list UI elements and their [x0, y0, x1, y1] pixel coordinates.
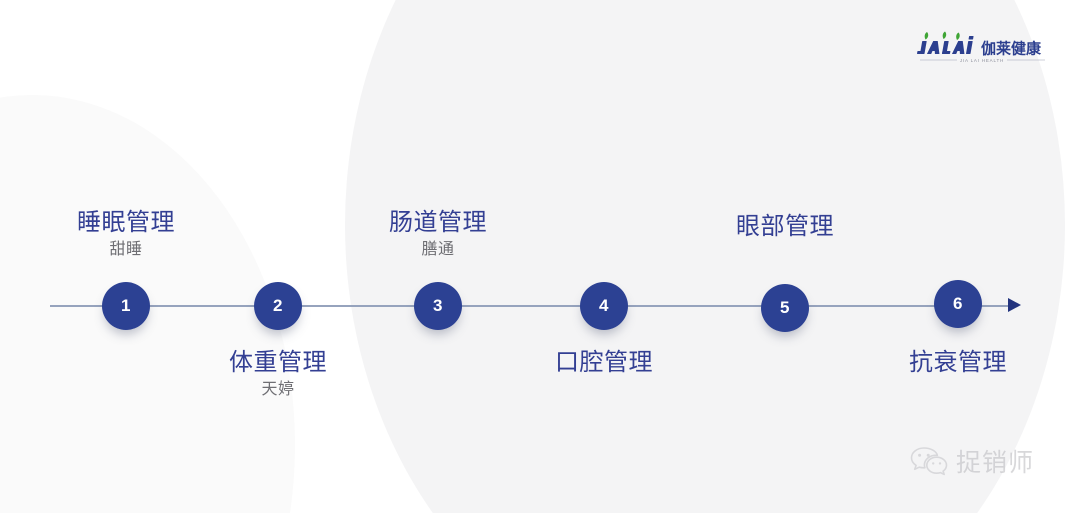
timeline-label-6: 抗衰管理 [909, 349, 1007, 377]
arrow-right-icon [1008, 298, 1021, 312]
logo-tagline: JIA LAI HEALTH [960, 58, 1004, 63]
logo-brand-cn: 伽莱健康 [981, 40, 1042, 58]
timeline-label-2: 体重管理 天婷 [229, 349, 327, 401]
timeline-node-1[interactable]: 1 [102, 282, 150, 330]
timeline-node-6[interactable]: 6 [934, 280, 982, 328]
timeline-node-3[interactable]: 3 [414, 282, 462, 330]
timeline-title-4: 口腔管理 [555, 349, 653, 376]
timeline-node-number-5: 5 [780, 298, 790, 317]
timeline-subtitle-3: 膳通 [421, 241, 455, 259]
background-blob-secondary [0, 95, 295, 513]
timeline-node-2[interactable]: 2 [254, 282, 302, 330]
timeline-axis [50, 305, 1012, 307]
timeline-label-5: 眼部管理 [736, 213, 834, 241]
timeline-title-5: 眼部管理 [736, 213, 834, 240]
timeline-node-number-2: 2 [273, 296, 283, 315]
timeline-title-1: 睡眠管理 [77, 209, 175, 236]
timeline-node-number-4: 4 [599, 296, 609, 315]
leaf-icon [924, 31, 960, 40]
timeline-node-number-1: 1 [121, 296, 131, 315]
timeline-label-1: 睡眠管理 甜睡 [77, 209, 175, 261]
wechat-icon [910, 447, 948, 476]
timeline-title-3: 肠道管理 [389, 209, 487, 236]
timeline-node-number-3: 3 [433, 296, 443, 315]
watermark: 捉销师 [910, 443, 1034, 479]
timeline-subtitle-2: 天婷 [261, 381, 295, 399]
timeline-title-6: 抗衰管理 [909, 349, 1007, 376]
brand-logo: 伽莱健康 JIA LAI HEALTH [917, 31, 1045, 63]
timeline-label-3: 肠道管理 膳通 [389, 209, 487, 261]
background-blob-primary [345, 0, 1065, 513]
timeline-subtitle-1: 甜睡 [109, 241, 143, 259]
timeline-node-5[interactable]: 5 [761, 284, 809, 332]
watermark-text: 捉销师 [956, 449, 1035, 477]
timeline-title-2: 体重管理 [229, 349, 327, 376]
timeline-node-number-6: 6 [953, 294, 963, 313]
timeline-node-4[interactable]: 4 [580, 282, 628, 330]
timeline-label-4: 口腔管理 [555, 349, 653, 377]
